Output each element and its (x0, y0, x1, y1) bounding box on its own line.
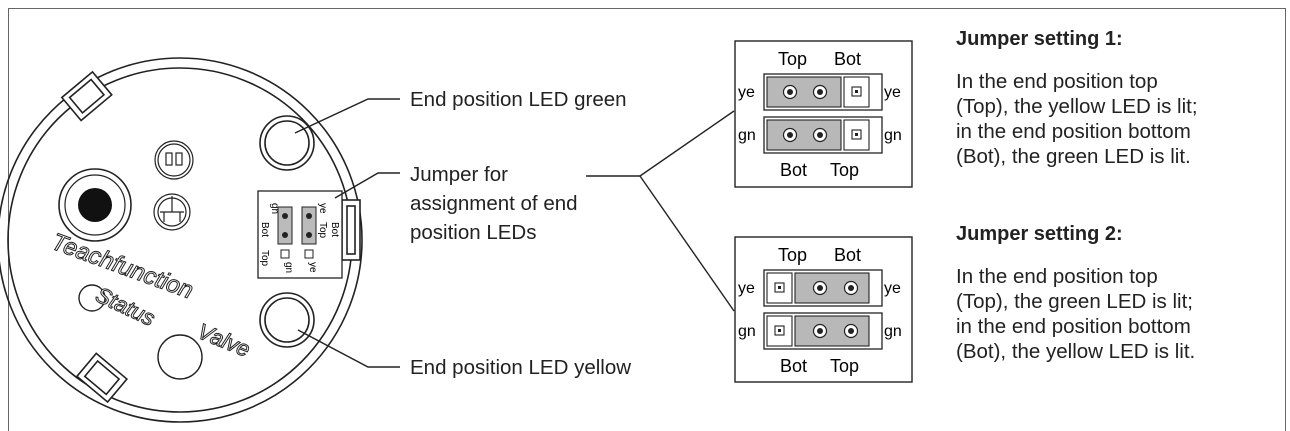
setting-1-line-2: (Top), the yellow LED is lit; (956, 95, 1198, 118)
led-yellow (259, 292, 315, 348)
jumper-setting-2-diagram: Top Bot ye ye gn gn Bot Top (734, 236, 913, 383)
potentiometer (153, 193, 191, 231)
box2-row1-left: ye (738, 280, 755, 297)
device-jumper-bot-label: Bot (329, 222, 340, 237)
device-jumper-ye-top: ye (317, 203, 328, 214)
led-green (259, 115, 315, 171)
setting-2-line-2: (Top), the green LED is lit; (956, 290, 1193, 313)
status-led (78, 284, 106, 312)
box1-row1-left: ye (738, 84, 755, 101)
device-jumper-top-left: Top (259, 250, 270, 267)
box2-bottom-right-label: Top (830, 356, 859, 376)
setting-2-line-4: (Bot), the yellow LED is lit. (956, 340, 1196, 363)
callout-jumper-line3: position LEDs (410, 221, 536, 244)
setting-1-title: Jumper setting 1: (956, 28, 1123, 50)
box1-top-label: Top (778, 49, 807, 69)
small-led-component (154, 140, 194, 180)
box2-top-label: Top (778, 245, 807, 265)
device-jumper-gn-bottom: gn (283, 262, 294, 273)
device-jumper-block: gn ye Top Bot Bot Top gn ye (257, 190, 343, 279)
box2-bot-label: Bot (834, 245, 861, 265)
callout-jumper-line1: Jumper for (410, 163, 508, 186)
callout-led-yellow: End position LED yellow (410, 356, 631, 379)
box2-row2-left: gn (738, 323, 756, 340)
callout-jumper-line2: assignment of end (410, 192, 578, 215)
box1-bottom-right-label: Top (830, 160, 859, 180)
jumper-setting-1-diagram: Top Bot ye ye gn gn Bot Top (734, 40, 913, 188)
teach-button (58, 168, 132, 242)
valve-label: Valve (194, 318, 254, 361)
setting-1-line-4: (Bot), the green LED is lit. (956, 145, 1191, 168)
box1-bot-label: Bot (834, 49, 861, 69)
box1-row2-left: gn (738, 127, 756, 144)
callout-lines (294, 98, 735, 368)
jumper-setting-2-text: Jumper setting 2: In the end position to… (956, 222, 1281, 364)
valve-led (157, 334, 203, 380)
device-jumper-bot-left: Bot (259, 222, 270, 237)
box2-bottom-left-label: Bot (780, 356, 807, 376)
jumper-setting-1-text: Jumper setting 1: In the end position to… (956, 27, 1281, 169)
box2-row1-right: ye (884, 280, 901, 297)
setting-1-line-1: In the end position top (956, 70, 1158, 93)
callout-led-green: End position LED green (410, 88, 627, 111)
box2-row2-right: gn (884, 323, 902, 340)
setting-2-line-1: In the end position top (956, 265, 1158, 288)
setting-1-line-3: in the end position bottom (956, 120, 1191, 143)
box1-row2-right: gn (884, 127, 902, 144)
device-jumper-top-label: Top (317, 222, 328, 239)
device-jumper-ye-bottom: ye (307, 262, 318, 273)
setting-2-line-3: in the end position bottom (956, 315, 1191, 338)
device-jumper-gn-top: gn (269, 203, 280, 214)
setting-2-title: Jumper setting 2: (956, 223, 1123, 245)
box1-row1-right: ye (884, 84, 901, 101)
box1-bottom-left-label: Bot (780, 160, 807, 180)
